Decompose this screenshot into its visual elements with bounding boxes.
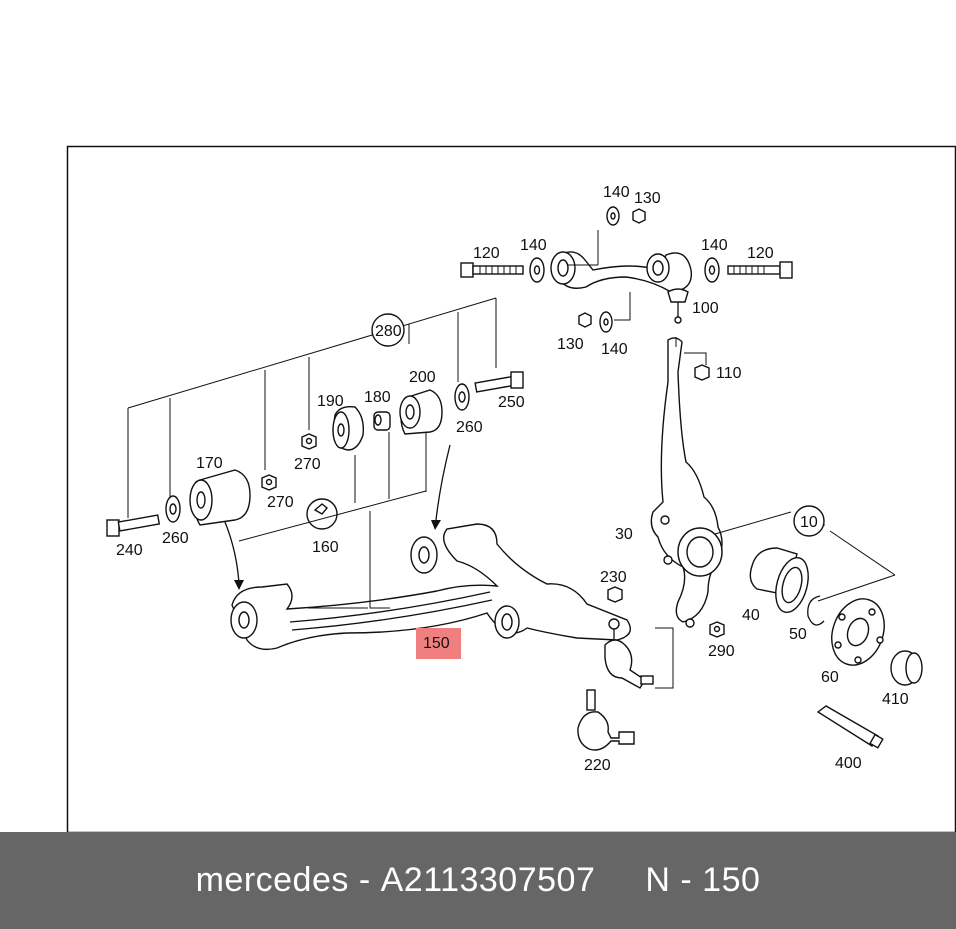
label-100: 100: [692, 300, 719, 317]
kit-280-circle: [371, 313, 405, 347]
label-140: 140: [601, 341, 628, 358]
label-140: 140: [701, 237, 728, 254]
separator: -: [680, 861, 693, 899]
label-120: 120: [747, 245, 774, 262]
label-30: 30: [615, 526, 633, 543]
label-410: 410: [882, 691, 909, 708]
label-270: 270: [267, 494, 294, 511]
label-130: 130: [557, 336, 584, 353]
label-140: 140: [603, 184, 630, 201]
label-180: 180: [364, 389, 391, 406]
label-220: 220: [584, 757, 611, 774]
label-240: 240: [116, 542, 143, 559]
bolt-120-left: [460, 262, 524, 278]
label-140: 140: [520, 237, 547, 254]
label-170: 170: [196, 455, 223, 472]
label-50: 50: [789, 626, 807, 643]
lower-control-arm: [230, 511, 674, 689]
part-number: A2113307507: [380, 861, 596, 899]
position-label: N: [645, 861, 671, 899]
footer-caption: mercedes - A2113307507 N - 150: [0, 832, 956, 929]
parts-diagram: 140 130 120 140 140 120 100 130 140 110 …: [66, 145, 956, 832]
label-250: 250: [498, 394, 525, 411]
label-200: 200: [409, 369, 436, 386]
label-130: 130: [634, 190, 661, 207]
label-260: 260: [456, 419, 483, 436]
highlight-150: [416, 628, 461, 659]
label-110: 110: [716, 365, 742, 382]
wheel-hub-assembly: [714, 511, 923, 749]
position-value: 150: [702, 861, 761, 899]
label-290: 290: [708, 643, 735, 660]
label-190: 190: [317, 393, 344, 410]
label-150: 150: [423, 635, 450, 652]
label-160: 160: [312, 539, 339, 556]
label-280: 280: [375, 323, 402, 340]
ball-joint-220: [577, 689, 635, 751]
label-270: 270: [294, 456, 321, 473]
label-40: 40: [742, 607, 760, 624]
label-400: 400: [835, 755, 862, 772]
label-260: 260: [162, 530, 189, 547]
label-120: 120: [473, 245, 500, 262]
label-10: 10: [800, 514, 818, 531]
upper-control-arm: [460, 206, 793, 333]
label-230: 230: [600, 569, 627, 586]
brand-name: mercedes: [195, 861, 349, 899]
separator: -: [358, 861, 371, 899]
steering-knuckle: [650, 337, 723, 628]
bushing-kit: [106, 297, 524, 590]
label-60: 60: [821, 669, 839, 686]
